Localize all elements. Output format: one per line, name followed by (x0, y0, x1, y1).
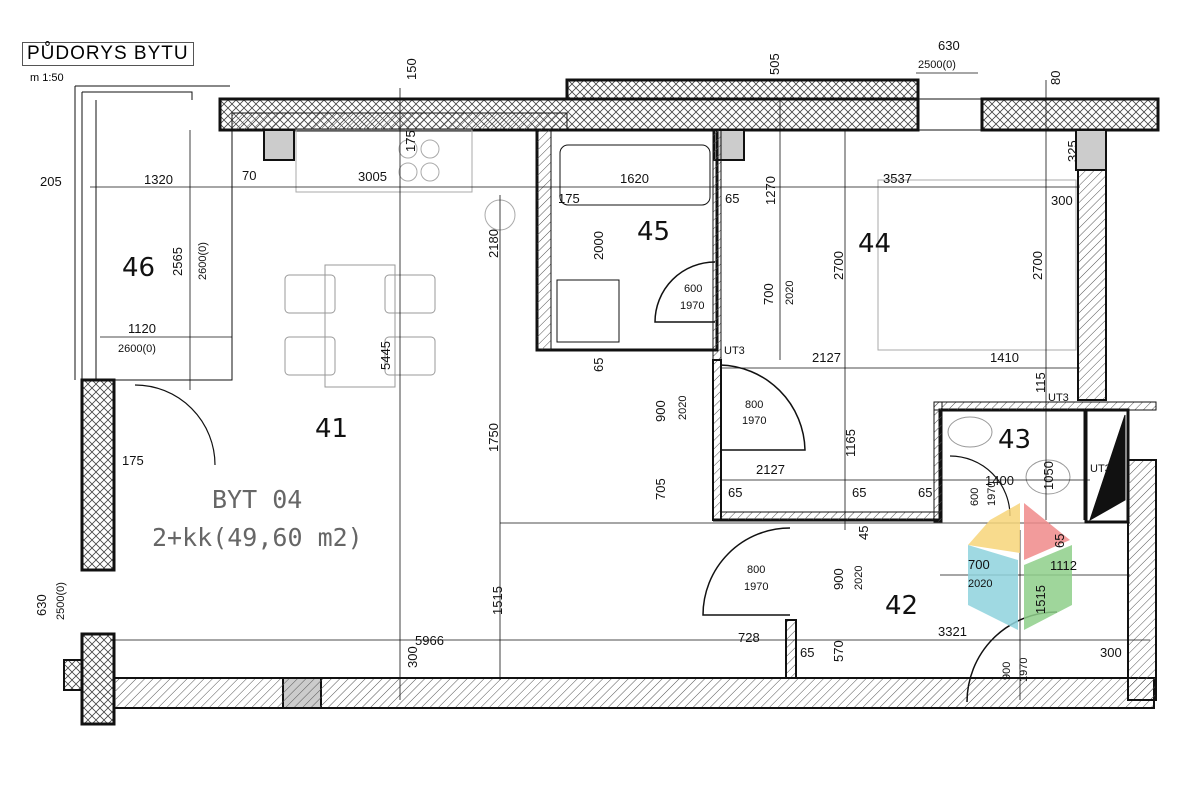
dimension-label: 65 (1052, 534, 1067, 548)
dimension-label: 1270 (763, 176, 778, 205)
dimension-label: 1515 (490, 586, 505, 615)
room-number-45: 45 (637, 217, 670, 247)
dimension-label: 65 (725, 191, 739, 206)
logo-watermark (968, 503, 1072, 630)
dimension-label: 2500(0) (918, 59, 956, 71)
dimension-label: 5445 (378, 341, 393, 370)
dimension-label: 2020 (784, 281, 796, 305)
dimension-label: 900 (653, 400, 668, 422)
dimension-label: 175 (122, 453, 144, 468)
dimension-label: 705 (653, 478, 668, 500)
dimension-label: 2020 (968, 578, 992, 590)
dimension-label: 1970 (1018, 658, 1030, 682)
dimension-label: 150 (404, 58, 419, 80)
dimension-label: 80 (1048, 71, 1063, 85)
dimension-label: 205 (40, 174, 62, 189)
dimension-label: 300 (1100, 645, 1122, 660)
walls (63, 72, 1160, 726)
dimension-label: 600 (969, 488, 981, 506)
dimension-label: 700 (968, 557, 990, 572)
dimension-label: 1970 (742, 415, 766, 427)
dimension-label: UT3 (724, 345, 745, 357)
dimension-label: 1410 (990, 350, 1019, 365)
dimension-label: 600 (684, 283, 702, 295)
dimension-label: 3537 (883, 171, 912, 186)
dimension-label: 2600(0) (197, 242, 209, 280)
dimension-label: 1970 (680, 300, 704, 312)
dimension-label: 300 (405, 646, 420, 668)
dimension-label: 900 (1001, 662, 1013, 680)
dimension-label: 1970 (986, 482, 998, 506)
dimension-label: 65 (591, 358, 606, 372)
dimension-label: 1112 (1050, 558, 1077, 573)
room-number-44: 44 (858, 229, 891, 259)
dimension-label: 2700 (1030, 251, 1045, 280)
dimension-label: 1120 (128, 321, 156, 336)
plan-scale: m 1:50 (30, 72, 64, 84)
dimension-label: 65 (852, 485, 866, 500)
dimension-label: 300 (1051, 193, 1073, 208)
apartment-layout: 2+kk(49,60 m2) (152, 523, 363, 552)
dimension-label: 5966 (415, 633, 444, 648)
dimension-label: 2020 (853, 566, 865, 590)
dimension-label: 570 (831, 640, 846, 662)
dimension-label: 70 (242, 168, 256, 183)
dimension-label: 630 (938, 38, 960, 53)
dimension-label: 505 (767, 53, 782, 75)
dimension-label: 2020 (677, 396, 689, 420)
plan-title: PŮDORYS BYTU (22, 42, 194, 66)
dimension-label: UT3 (1048, 392, 1069, 404)
dimension-label: 2127 (812, 350, 841, 365)
dimension-label: 2000 (591, 231, 606, 260)
dimension-label: 1050 (1041, 461, 1056, 490)
dimension-label: 65 (800, 645, 814, 660)
dimension-label: 3321 (938, 624, 967, 639)
dimension-label: 1165 (843, 429, 858, 457)
dimension-label: 2180 (486, 229, 501, 258)
dimension-label: 1620 (620, 171, 649, 186)
room-number-41: 41 (315, 414, 348, 444)
dimension-label: 2565 (170, 247, 185, 276)
dimension-label: 45 (856, 526, 871, 540)
dimension-label: 2700 (831, 251, 846, 280)
dimension-label: 800 (745, 399, 763, 411)
dimension-label: 1400 (985, 473, 1014, 488)
dimension-label: 800 (747, 564, 765, 576)
dimension-label: 65 (918, 485, 932, 500)
dimension-label: 175 (403, 130, 418, 152)
dimension-label: 65 (728, 485, 742, 500)
dimension-label: 3005 (358, 169, 387, 184)
dimension-label: 900 (831, 568, 846, 590)
dimension-label: 2500(0) (55, 582, 67, 620)
dimension-label: 1750 (486, 423, 501, 452)
dimension-label: 175 (558, 191, 580, 206)
dimension-labels: 150 505 630 2500(0) 80 205 1320 70 3005 175 1620 17… (34, 38, 1122, 682)
dimension-label: 115 (1033, 372, 1048, 393)
dimension-label: 2127 (756, 462, 785, 477)
room-number-46: 46 (122, 253, 155, 283)
dimension-label: 1515 (1033, 585, 1048, 614)
dimension-label: 2600(0) (118, 343, 156, 355)
dimension-label: 700 (761, 283, 776, 305)
room-number-42: 42 (885, 591, 918, 621)
dimension-label: 630 (34, 594, 49, 616)
dimension-label: UT3 (1090, 463, 1111, 475)
dimension-label: 728 (738, 630, 760, 645)
dimension-label: 1320 (144, 172, 173, 187)
apartment-name: BYT 04 (212, 485, 302, 514)
dimension-label: 1970 (744, 581, 768, 593)
dimension-label: 325 (1065, 140, 1080, 162)
room-number-43: 43 (998, 425, 1031, 455)
